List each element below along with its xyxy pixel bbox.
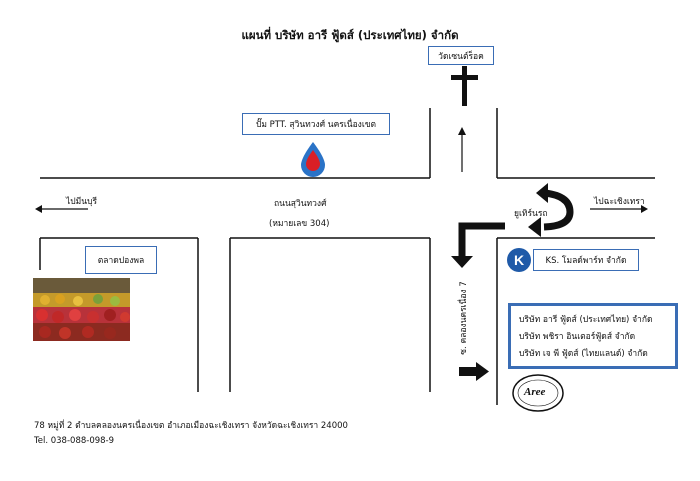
main-road-name: ถนนสุวินทวงศ์ [274, 199, 327, 209]
company-list-box: บริษัท อารี ฟู้ดส์ (ประเทศไทย) จำกัด บริ… [508, 303, 678, 369]
company-item: บริษัท เจ พี ฟู้ดส์ (ไทยแลนด์) จำกัด [519, 349, 648, 359]
page-title: แผนที่ บริษัท อารี ฟู้ดส์ (ประเทศไทย) จำ… [241, 28, 459, 42]
market-label-box: ตลาดปองพล [85, 246, 157, 274]
arrow-left-icon [35, 205, 88, 213]
cross-icon [451, 66, 478, 106]
market-photo [33, 278, 130, 341]
company-item: บริษัท อารี ฟู้ดส์ (ประเทศไทย) จำกัด [519, 315, 653, 325]
ptt-label-box: ปั๊ม PTT. สุวินทวงศ์ นครเนื่องเขต [242, 113, 390, 135]
to-minburi-label: ไปมีนบุรี [66, 197, 98, 207]
temple-label-box: วัดเซนต์ร็อค [428, 46, 494, 65]
footer-address: 78 หมู่ที่ 2 ตำบลคลองนครเนื่องเขต อำเภอเ… [34, 421, 348, 431]
turn-down-arrow-icon [451, 222, 505, 268]
svg-text:K: K [514, 252, 524, 268]
footer-tel: Tel. 038-088-098-9 [34, 436, 115, 446]
to-chachoengsao-label: ไปฉะเชิงเทรา [594, 197, 645, 207]
aree-logo-text: Aree [524, 386, 546, 398]
aree-logo-icon [512, 374, 564, 412]
arrow-right-icon [590, 205, 648, 213]
uturn-arrow-icon [528, 183, 574, 237]
company-arrow-icon [459, 362, 489, 381]
uturn-label: ยูเทิร์นรถ [514, 209, 548, 219]
ks-logo-icon: K [507, 248, 531, 272]
main-road-number: (หมายเลข 304) [269, 219, 330, 229]
ptt-label: ปั๊ม PTT. สุวินทวงศ์ นครเนื่องเขต [255, 120, 377, 130]
temple-label: วัดเซนต์ร็อค [438, 51, 484, 62]
soi-label: ซ. คลองนครเนื่อง 7 [459, 281, 469, 355]
ks-label-box: KS. โมลด์พาร์ท จำกัด [533, 249, 639, 271]
company-item: บริษัท พชิรา อินเตอร์ฟู้ดส์ จำกัด [519, 332, 636, 342]
ptt-logo-icon [301, 142, 325, 177]
ks-label: KS. โมลด์พาร์ท จำกัด [545, 256, 627, 266]
market-label: ตลาดปองพล [97, 256, 145, 266]
arrow-up-icon [458, 127, 466, 172]
